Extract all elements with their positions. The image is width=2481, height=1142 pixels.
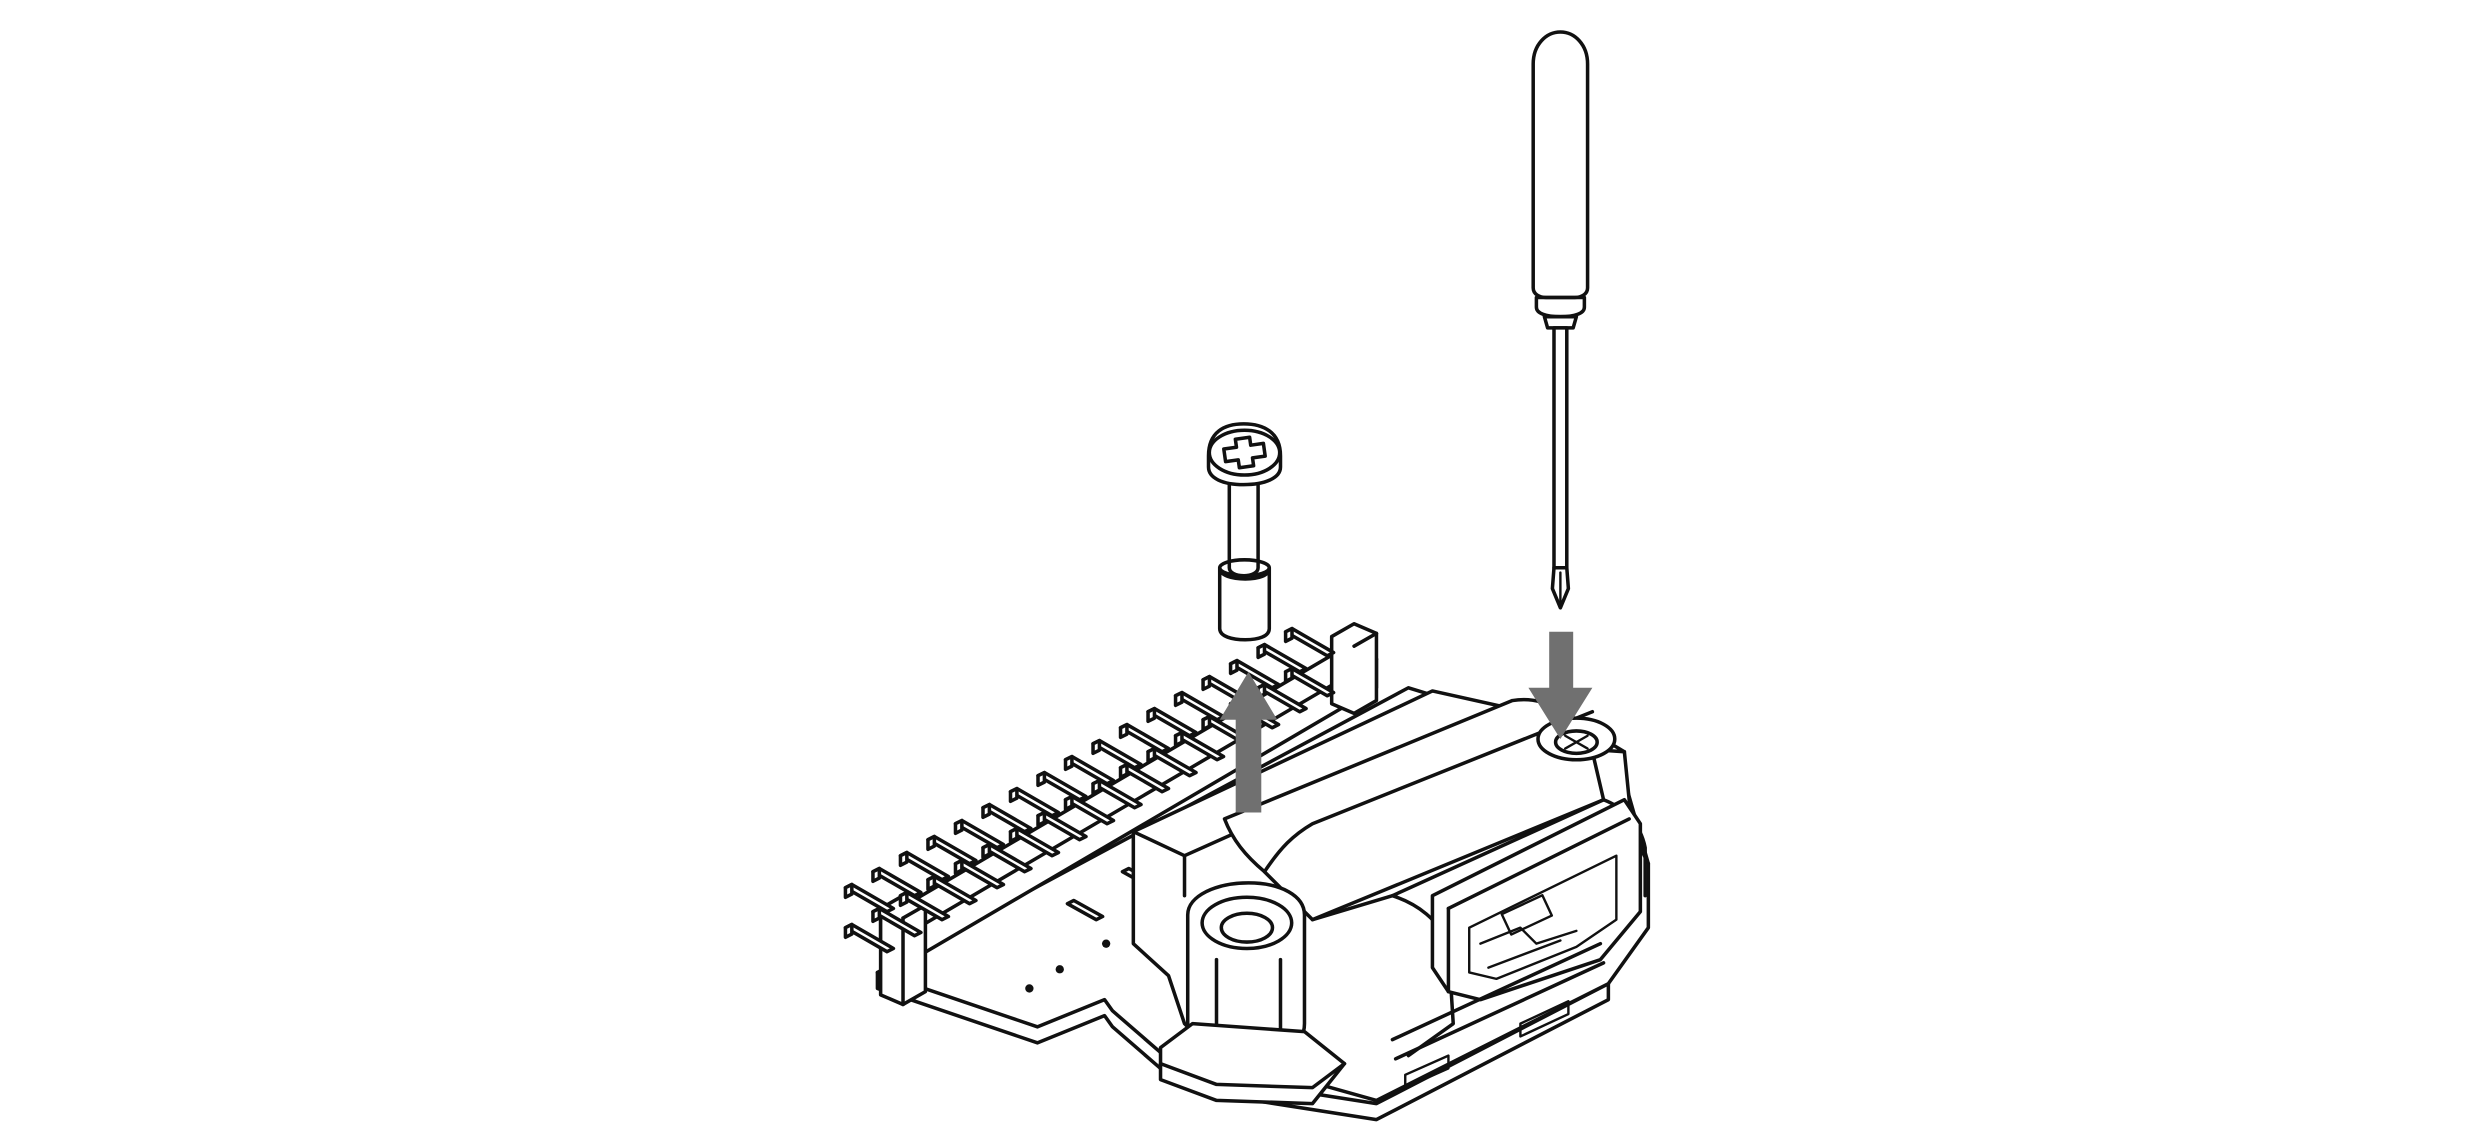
header-pin-tip	[1201, 674, 1212, 692]
header-pin-tip	[1063, 794, 1074, 812]
header-pin-tip	[1036, 770, 1047, 788]
header-pin-tip	[1283, 666, 1294, 684]
header-pin-tip	[871, 866, 882, 884]
header-pin-tip	[1036, 810, 1047, 828]
header-pin-tip	[1063, 754, 1074, 772]
header-pin-tip	[1008, 786, 1019, 804]
phillips-screw-icon	[1206, 422, 1283, 642]
header-pin-tip	[981, 842, 992, 860]
solder-tail	[1065, 898, 1105, 922]
connector-housing	[1131, 689, 1651, 1106]
header-pin-tip	[1118, 762, 1129, 780]
header-pin-tip	[1173, 690, 1184, 708]
screwdriver-icon	[1531, 30, 1590, 610]
header-pin-tip	[843, 922, 854, 940]
header-pin-tip	[981, 802, 992, 820]
header-pin-tip	[926, 834, 937, 852]
header-pin-tip	[1173, 730, 1184, 748]
header-pin-tip	[1201, 714, 1212, 732]
header-pin-tip	[871, 906, 882, 924]
header-pin-tip	[1283, 626, 1294, 644]
header-pin-tip	[898, 890, 909, 908]
header-pin-tip	[1228, 658, 1239, 676]
header-pin-tip	[1008, 826, 1019, 844]
header-pin-tip	[953, 818, 964, 836]
header-pin-tip	[1091, 738, 1102, 756]
arrow-up-icon	[1219, 671, 1278, 813]
header-pin-tip	[953, 858, 964, 876]
header-pin-tip	[1118, 722, 1129, 740]
header-pin-tip	[926, 874, 937, 892]
header-pin-tip	[1146, 746, 1157, 764]
header-pin-tip	[1091, 778, 1102, 796]
header-pin-tip	[1256, 642, 1267, 660]
header-pin-tip	[1146, 706, 1157, 724]
header-pin-tip	[843, 882, 854, 900]
arrow-down-icon	[1528, 631, 1593, 739]
header-pin-tip	[898, 850, 909, 868]
